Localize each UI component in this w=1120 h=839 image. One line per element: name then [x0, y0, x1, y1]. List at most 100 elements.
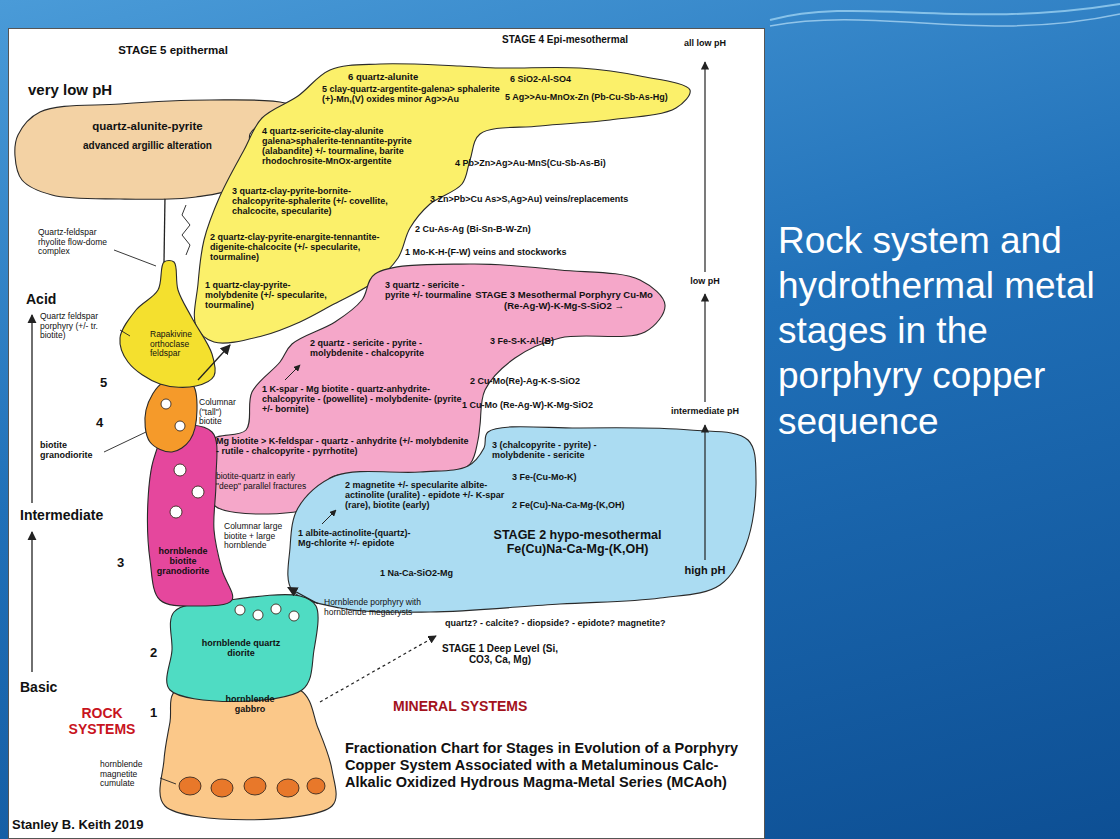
annotation-label: 2 Cu-Mo(Re)-Ag-K-S-SiO2: [470, 376, 640, 386]
annotation-label: 6 SiO2-Al-SO4: [510, 74, 660, 84]
annotation-label: quartz? - calcite? - diopside? - epidote…: [445, 618, 677, 628]
annotation-label: 3 Fe-S-K-Al-(B): [490, 336, 620, 346]
annotation-label: Hornblende porphyry with hornblende mega…: [324, 598, 442, 617]
zone-heading: Quartz feldspar porphyry (+/- tr. biotit…: [40, 312, 118, 341]
fluid-arrow: [320, 636, 436, 702]
annotation-label: Stanley B. Keith 2019: [12, 818, 232, 833]
zone-fill: [120, 260, 215, 387]
mineral-texture: [211, 779, 233, 797]
zone-text: 3 (chalcopyrite - pyrite) - molybdenite …: [492, 440, 632, 460]
stage-arrow: [322, 510, 336, 524]
annotation-label: Basic: [20, 680, 80, 696]
mineral-texture: [161, 399, 171, 409]
zone-text: hornblende gabbro: [212, 694, 288, 714]
axis-arrow: [31, 532, 32, 672]
annotation-label: 1 Cu-Mo (Re-Ag-W)-K-Mg-SiO2: [462, 400, 637, 410]
mineral-texture: [179, 777, 201, 795]
mineral-stage-zone: 3 (chalcopyrite - pyrite) - molybdenite …: [288, 426, 758, 616]
callout-number: 1: [150, 706, 164, 721]
zone-fill: [288, 427, 756, 613]
mineral-texture: [170, 506, 182, 518]
leader-line: [120, 330, 130, 336]
leader-line: [104, 432, 146, 452]
leader-line: [114, 250, 156, 266]
mineral-texture: [277, 779, 299, 797]
rock-unit: hornblende gabbro: [163, 688, 335, 806]
zone-text: hornblende biotite granodiorite: [150, 546, 216, 576]
mineral-texture: [271, 604, 281, 614]
callout-number: 2: [150, 646, 164, 661]
callout-number: 5: [100, 376, 114, 391]
zone-fill: [145, 380, 197, 452]
annotation-label: MINERAL SYSTEMS: [393, 699, 593, 715]
annotation-label: 2 Cu-As-Ag (Bi-Sn-B-W-Zn): [415, 224, 615, 234]
slide-wave: [770, 14, 1120, 26]
annotation-label: Quartz-feldspar rhyolite flow-dome compl…: [38, 228, 112, 257]
chart-caption: Fractionation Chart for Stages in Evolut…: [345, 740, 755, 791]
rock-unit: hornblende quartz diorite: [168, 594, 318, 692]
mineral-texture: [307, 778, 325, 794]
slide-title: Rock system and hydrothermal metal stage…: [778, 218, 1108, 444]
axis-arrow: [31, 315, 32, 503]
zone-text: 2 magnetite +/- specularite albite-actin…: [345, 480, 505, 510]
callout-number: 4: [96, 416, 110, 431]
zone-text: advanced argillic alteration: [40, 140, 255, 151]
zone-text: 1 albite-actinolite-(quartz)- Mg-chlorit…: [298, 528, 413, 548]
mineral-texture: [253, 610, 263, 620]
leader-line: [160, 778, 176, 784]
annotation-label: low pH: [680, 276, 730, 286]
ph-arrow: [704, 294, 705, 402]
zone-text: 1 Na-Ca-SiO2-Mg: [380, 568, 500, 578]
zone-heading: STAGE 4 Epi-mesothermal: [500, 34, 630, 45]
annotation-label: biotite-quartz in early "deep" parallel …: [216, 472, 321, 491]
mineral-texture: [192, 486, 204, 498]
zone-heading: STAGE 5 epithermal: [118, 44, 228, 57]
zone-outline: [146, 380, 198, 452]
connector-arrow: [198, 345, 230, 380]
annotation-label: high pH: [665, 564, 745, 576]
ph-arrow: [704, 425, 705, 560]
annotation-label: 5 Ag>>Au-MnOx-Zn (Pb-Cu-Sb-As-Hg): [505, 92, 695, 102]
zone-fill: [167, 595, 318, 702]
annotation-label: Rapakivine orthoclase feldspar: [150, 330, 206, 359]
annotation-label: Columnar ("tall") biotite: [199, 398, 245, 427]
zone-text: 1 K-spar - Mg biotite - quartz-anhydrite…: [262, 384, 467, 414]
annotation-label: hornblende magnetite cumulate: [100, 760, 162, 789]
annotation-label: STAGE 1 Deep Level (Si, CO3, Ca, Mg): [442, 643, 558, 665]
zone-text: hornblende quartz diorite: [196, 638, 286, 658]
annotation-label: 1 Mo-K-H-(F-W) veins and stockworks: [405, 247, 635, 257]
rock-unit: biotite granodiorite: [146, 380, 198, 452]
zone-text: 3 quartz-clay-pyrite-bornite-chalcopyrit…: [232, 186, 400, 216]
mineral-texture: [174, 464, 186, 476]
mineral-texture: [175, 421, 185, 431]
annotation-label: very low pH: [28, 82, 158, 99]
zone-text: 2 quartz - sericite - pyrite - molybdeni…: [310, 338, 462, 358]
zone-text: 4 quartz-sericite-clay-alunite galena>sp…: [262, 126, 450, 166]
zone-heading: biotite granodiorite: [40, 440, 102, 460]
rock-unit: Quartz feldspar porphyry (+/- tr. biotit…: [118, 262, 218, 386]
annotation-label: Acid: [26, 292, 86, 308]
zone-text: 3 Fe-(Cu-Mo-K): [512, 472, 622, 482]
annotation-label: ROCK SYSTEMS: [60, 706, 144, 737]
ph-arrow: [704, 62, 705, 272]
zone-text: quartz-alunite-pyrite: [40, 120, 255, 133]
zone-text: 2 Fe(Cu)-Na-Ca-Mg-(K,OH): [512, 500, 662, 510]
annotation-label: 4 Pb>Zn>Ag>Au-MnS(Cu-Sb-As-Bi): [455, 158, 645, 168]
mineral-texture: [244, 777, 266, 795]
fracture-zigzag: [182, 205, 190, 255]
annotation-label: 3 Zn>Pb>Cu As>S,Ag>Au) veins/replacement…: [430, 194, 680, 204]
annotation-label: all low pH: [680, 38, 730, 48]
callout-number: 3: [117, 556, 131, 571]
zone-outline: [118, 262, 218, 386]
zone-text: 1 quartz-clay-pyrite-molybdenite (+/- sp…: [205, 280, 327, 310]
stage-arrow: [285, 365, 300, 380]
zone-text: 5 clay-quartz-argentite-galena> sphaleri…: [322, 84, 500, 104]
slide-wave: [770, 4, 1120, 20]
zone-fill: [160, 680, 336, 820]
connector-arrow: [163, 199, 165, 262]
connector-arrow: [288, 588, 318, 604]
zone-fill: [148, 425, 233, 606]
mineral-texture: [235, 605, 245, 615]
zone-text: 3 quartz - sericite - pyrite +/- tourmal…: [385, 280, 485, 300]
zone-text: STAGE 3 Mesothermal Porphyry Cu-Mo (Re-A…: [475, 290, 653, 311]
